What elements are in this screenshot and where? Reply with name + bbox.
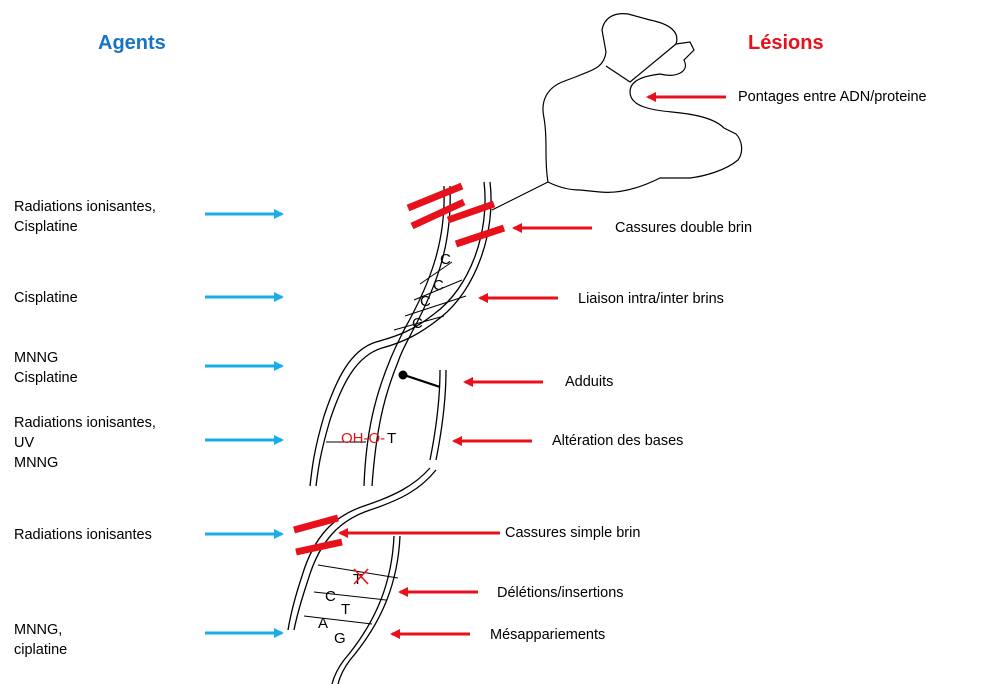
lesion-label-crosslink: Liaison intra/inter brins (578, 291, 724, 307)
double-strand-break-bar (410, 198, 466, 230)
dna-strand (363, 185, 445, 487)
agent-line: MNNG (14, 455, 59, 471)
base-letter: C (440, 251, 451, 268)
lesion-label-base-alteration: Altération des bases (552, 433, 684, 449)
base-letter: T (341, 601, 350, 618)
dna-strand (435, 369, 447, 461)
agents-header: Agents (98, 32, 166, 54)
base-pair-rung (317, 564, 399, 579)
oxidized-base: T (387, 430, 396, 447)
agent-line: Cisplatine (14, 219, 78, 235)
agent-line: MNNG (14, 350, 59, 366)
lesion-label-single-strand-break: Cassures simple brin (505, 525, 641, 541)
double-strand-break-bar (406, 182, 464, 212)
agent-label-ionizing: Radiations ionisantes (14, 525, 152, 545)
base-pair-rung (413, 279, 463, 301)
agent-label-ionizing-cisplatin: Radiations ionisantes, Cisplatine (14, 197, 156, 237)
base-pair-rung (313, 591, 387, 601)
dna-strand (293, 469, 437, 631)
oxidized-prefix: OH-O- (341, 430, 385, 447)
deletion-cross-mark (353, 568, 369, 585)
lesion-label-deletion-insertion: Délétions/insertions (497, 585, 624, 601)
dna-strand (315, 181, 492, 487)
dna-strand (309, 181, 486, 487)
base-pair-rung (419, 261, 453, 285)
single-strand-break-bar (293, 514, 339, 534)
base-letter: C (325, 588, 336, 605)
protein-tether (491, 181, 549, 211)
adduct-stick (403, 373, 441, 389)
lesion-label-dna-protein-crosslink: Pontages entre ADN/proteine (738, 89, 927, 105)
agent-line: Cisplatine (14, 370, 78, 386)
agent-label-cisplatin: Cisplatine (14, 288, 78, 308)
agent-line: MNNG, (14, 622, 63, 638)
dna-strand (337, 535, 401, 684)
adduct-group (398, 370, 408, 380)
lesions-header: Lésions (748, 32, 824, 54)
protein-outline (542, 13, 743, 193)
agent-line: Radiations ionisantes, (14, 415, 156, 431)
lesion-label-double-strand-break: Cassures double brin (615, 220, 753, 236)
protein-fold (605, 43, 677, 83)
agent-label-mnng-ciplatine: MNNG, ciplatine (14, 620, 67, 660)
single-strand-break-bar (295, 538, 343, 556)
lesion-label-adduct: Adduits (565, 374, 614, 390)
dna-strand (371, 185, 451, 487)
base-pair-rung (404, 295, 467, 317)
agent-line: ciplatine (14, 642, 68, 658)
double-strand-break-bar (446, 200, 496, 224)
double-strand-break-bar (454, 224, 506, 248)
dna-strand (429, 369, 441, 461)
base-letter: A (318, 615, 328, 632)
base-letter: C (412, 315, 423, 332)
base-letter: C (433, 277, 444, 294)
agent-label-ionizing-uv-mnng: Radiations ionisantes, UV MNNG (14, 413, 156, 473)
agent-line: Radiations ionisantes (14, 527, 152, 543)
base-pair-rung (393, 315, 445, 331)
lesion-label-mismatch: Mésappariements (490, 627, 606, 643)
agent-label-mnng-cisplatin: MNNG Cisplatine (14, 348, 78, 388)
dna-strand (331, 535, 395, 684)
agent-line: UV (14, 435, 35, 451)
dna-strand (287, 467, 431, 631)
base-letter: G (334, 630, 346, 647)
agent-line: Radiations ionisantes, (14, 199, 156, 215)
base-letter: C (420, 293, 431, 310)
base-pair-rung (303, 615, 373, 625)
agent-line: Cisplatine (14, 290, 78, 306)
